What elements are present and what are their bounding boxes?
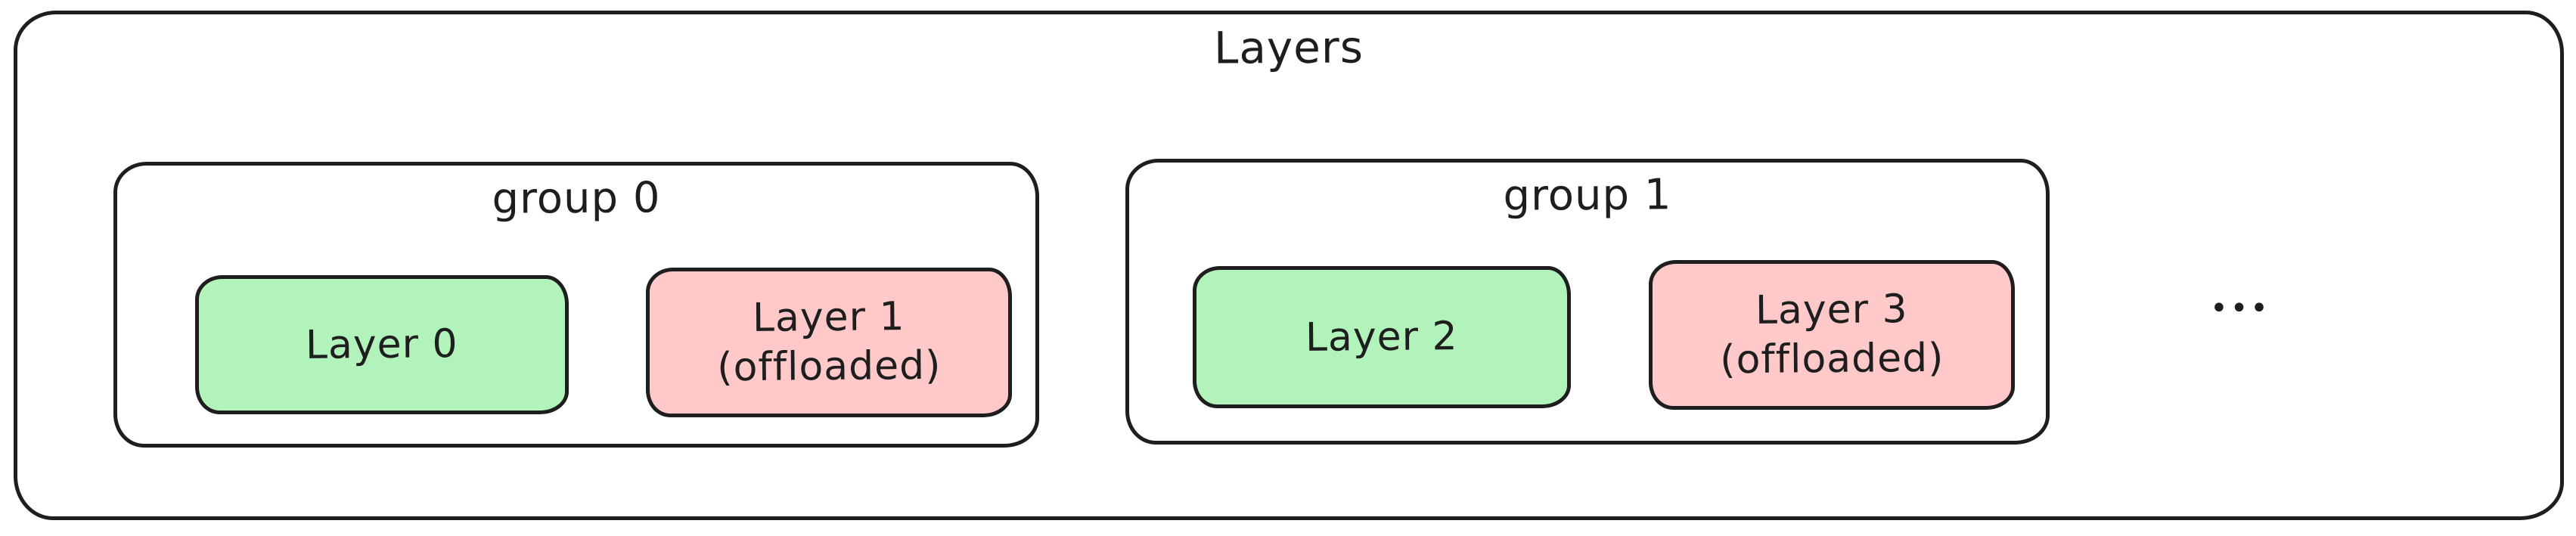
diagram-title: Layers [1213, 21, 1364, 74]
layer-2-box: Layer 2 [1193, 266, 1571, 408]
layer-1-offloaded-label: Layer 1 (offloaded) [716, 294, 942, 391]
more-groups-ellipsis: ••• [2210, 291, 2270, 326]
group-1-box: group 1 Layer 2 Layer 3 (offloaded) [1125, 159, 2050, 445]
layer-0-label: Layer 0 [305, 321, 459, 368]
layer-1-offloaded-box: Layer 1 (offloaded) [646, 268, 1012, 417]
group-1-label: group 1 [1503, 170, 1672, 221]
layer-3-offloaded-box: Layer 3 (offloaded) [1649, 260, 2015, 410]
group-0-label: group 0 [492, 173, 661, 224]
layer-0-box: Layer 0 [195, 275, 569, 414]
layer-3-offloaded-label: Layer 3 (offloaded) [1719, 287, 1944, 383]
group-0-box: group 0 Layer 0 Layer 1 (offloaded) [113, 162, 1039, 448]
layer-2-label: Layer 2 [1305, 313, 1459, 361]
layers-frame: Layers group 0 Layer 0 Layer 1 (offloade… [14, 11, 2564, 520]
